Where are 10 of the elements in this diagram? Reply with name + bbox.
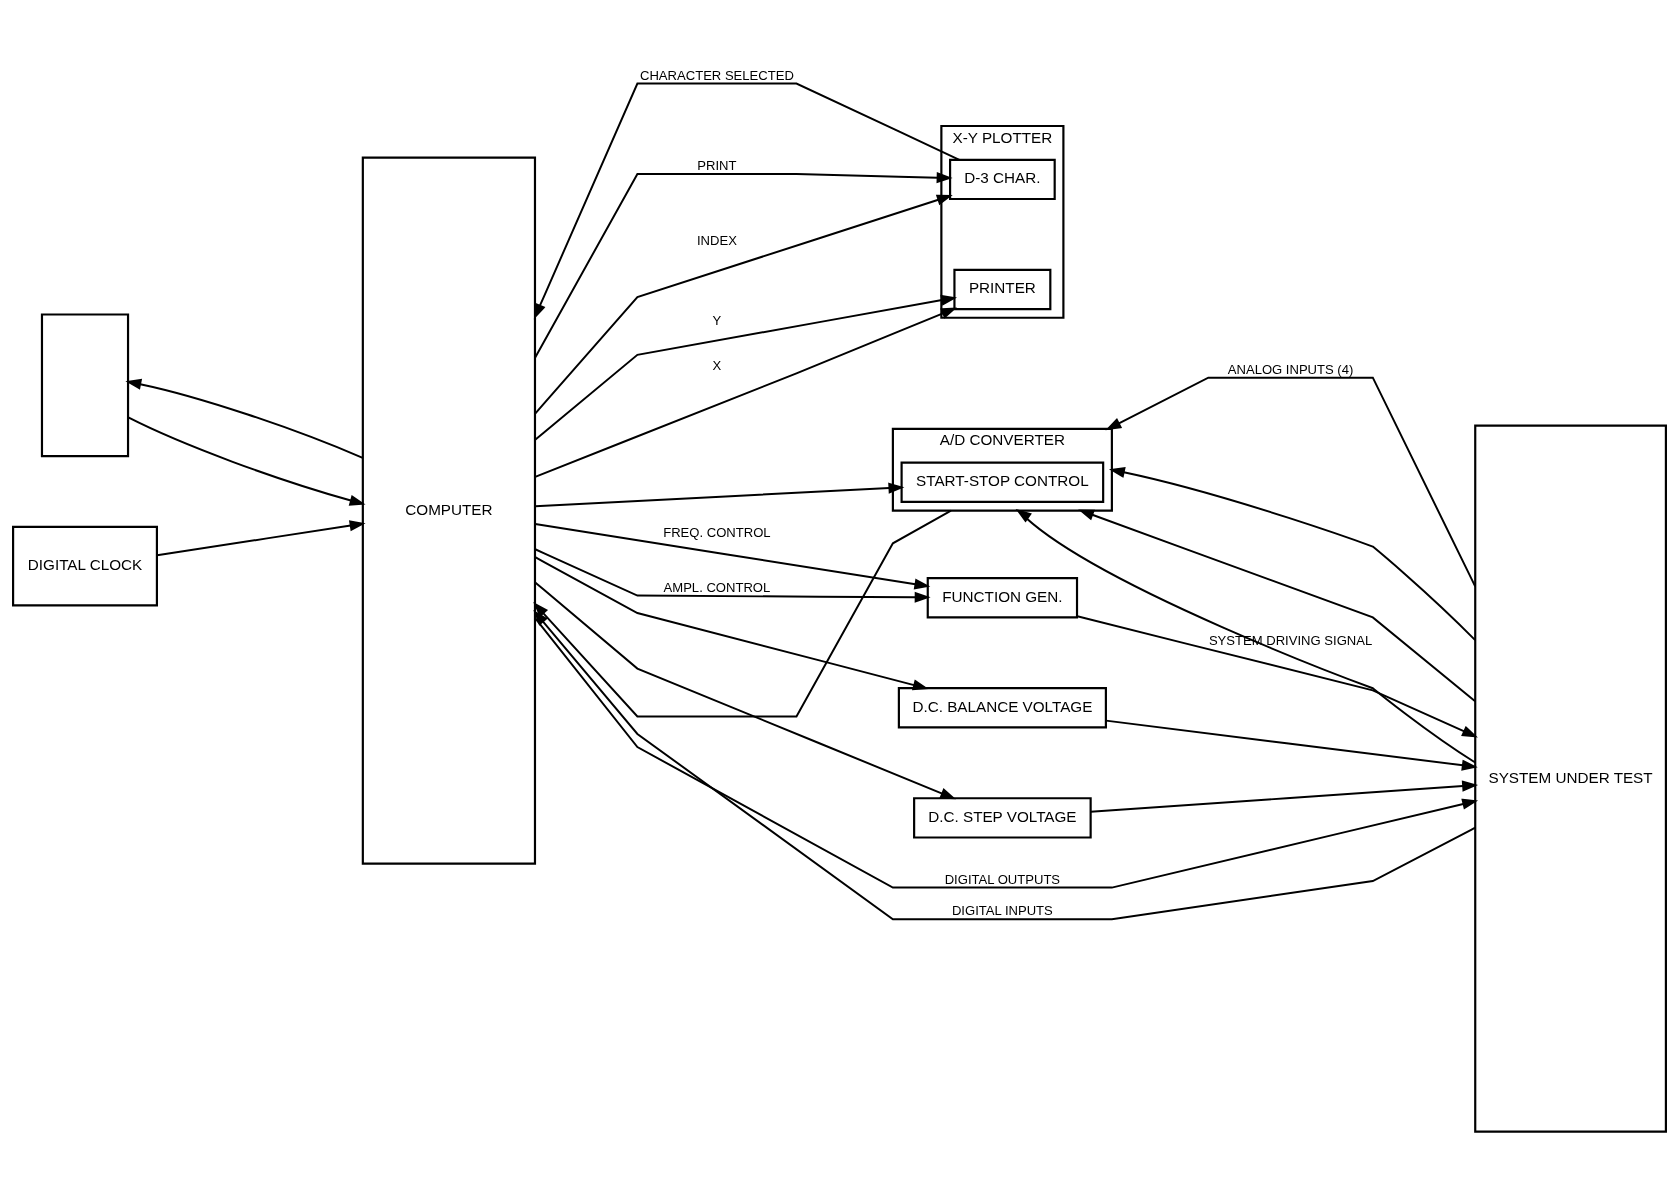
edge-label: X [712, 357, 722, 373]
edge-label: INDEX [696, 232, 737, 248]
edge-label: ANALOG INPUTS (4) [1227, 361, 1354, 377]
edge-label: FREQ. CONTROL [663, 524, 771, 540]
edge-label: Y [712, 312, 722, 328]
edge-label: PRINT [697, 157, 737, 173]
edge-label: CHARACTER SELECTED [639, 67, 794, 83]
edge-label: AMPL. CONTROL [663, 579, 771, 595]
edge-label: DIGITAL OUTPUTS [944, 871, 1061, 887]
edge-label: DIGITAL INPUTS [951, 902, 1053, 918]
